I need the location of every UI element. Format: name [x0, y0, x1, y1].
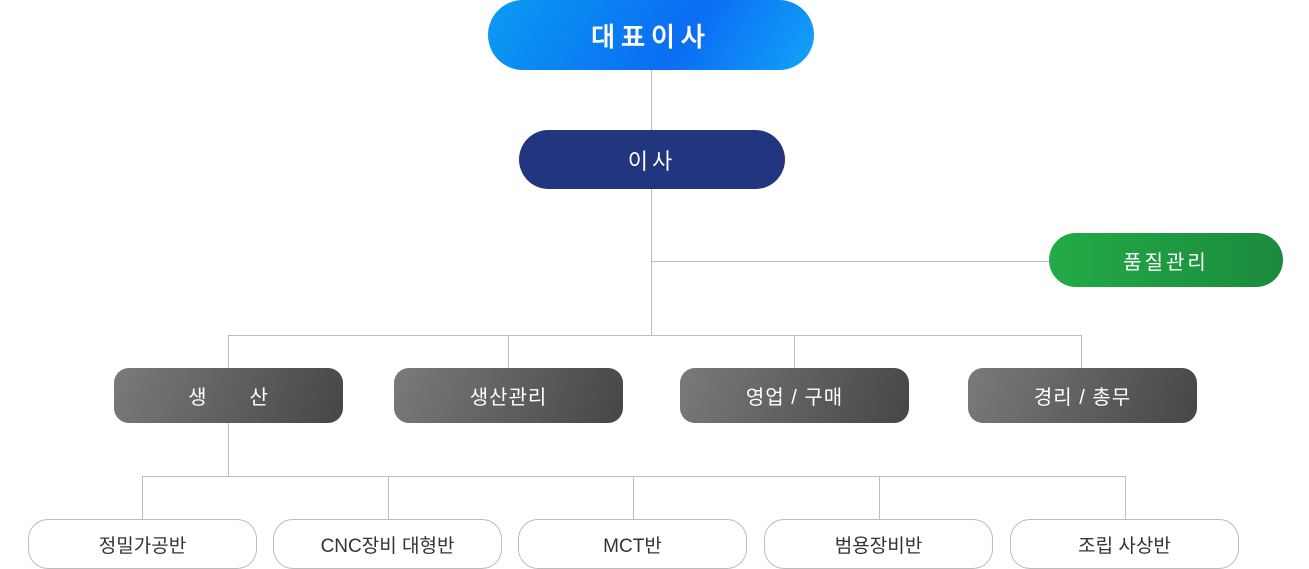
dept-label: 생 산 — [188, 387, 269, 409]
director-label: 이사 — [627, 148, 677, 174]
connector-line — [1125, 476, 1126, 520]
ceo-label: 대표이사 — [591, 21, 711, 52]
connector-line — [142, 476, 1126, 477]
team-label: 정밀가공반 — [98, 535, 187, 557]
dept-accounting-general: 경리 / 총무 — [968, 368, 1197, 423]
connector-line — [228, 422, 229, 477]
connector-line — [651, 188, 652, 336]
team-label: CNC장비 대형반 — [320, 535, 455, 557]
connector-line — [633, 476, 634, 520]
team-assembly-finishing: 조립 사상반 — [1010, 519, 1239, 569]
director-node: 이사 — [519, 130, 785, 189]
dept-label: 영업 / 구매 — [745, 387, 844, 409]
quality-node: 품질관리 — [1049, 233, 1283, 287]
team-label: 조립 사상반 — [1078, 535, 1171, 557]
team-general-equipment: 범용장비반 — [764, 519, 993, 569]
team-precision: 정밀가공반 — [28, 519, 257, 569]
quality-label: 품질관리 — [1123, 251, 1209, 274]
connector-line — [879, 476, 880, 520]
dept-label: 생산관리 — [469, 387, 548, 409]
team-label: MCT반 — [603, 535, 662, 557]
dept-production: 생 산 — [114, 368, 343, 423]
connector-line — [1081, 335, 1082, 369]
connector-line — [228, 335, 1082, 336]
team-mct: MCT반 — [518, 519, 747, 569]
ceo-node: 대표이사 — [488, 0, 814, 70]
connector-line — [651, 261, 1050, 262]
connector-line — [388, 476, 389, 520]
dept-label: 경리 / 총무 — [1033, 387, 1132, 409]
connector-line — [508, 335, 509, 369]
connector-line — [142, 476, 143, 520]
connector-line — [651, 69, 652, 131]
team-label: 범용장비반 — [834, 535, 923, 557]
dept-sales-purchasing: 영업 / 구매 — [680, 368, 909, 423]
team-cnc-large: CNC장비 대형반 — [273, 519, 502, 569]
connector-line — [228, 335, 229, 369]
connector-line — [794, 335, 795, 369]
dept-production-management: 생산관리 — [394, 368, 623, 423]
